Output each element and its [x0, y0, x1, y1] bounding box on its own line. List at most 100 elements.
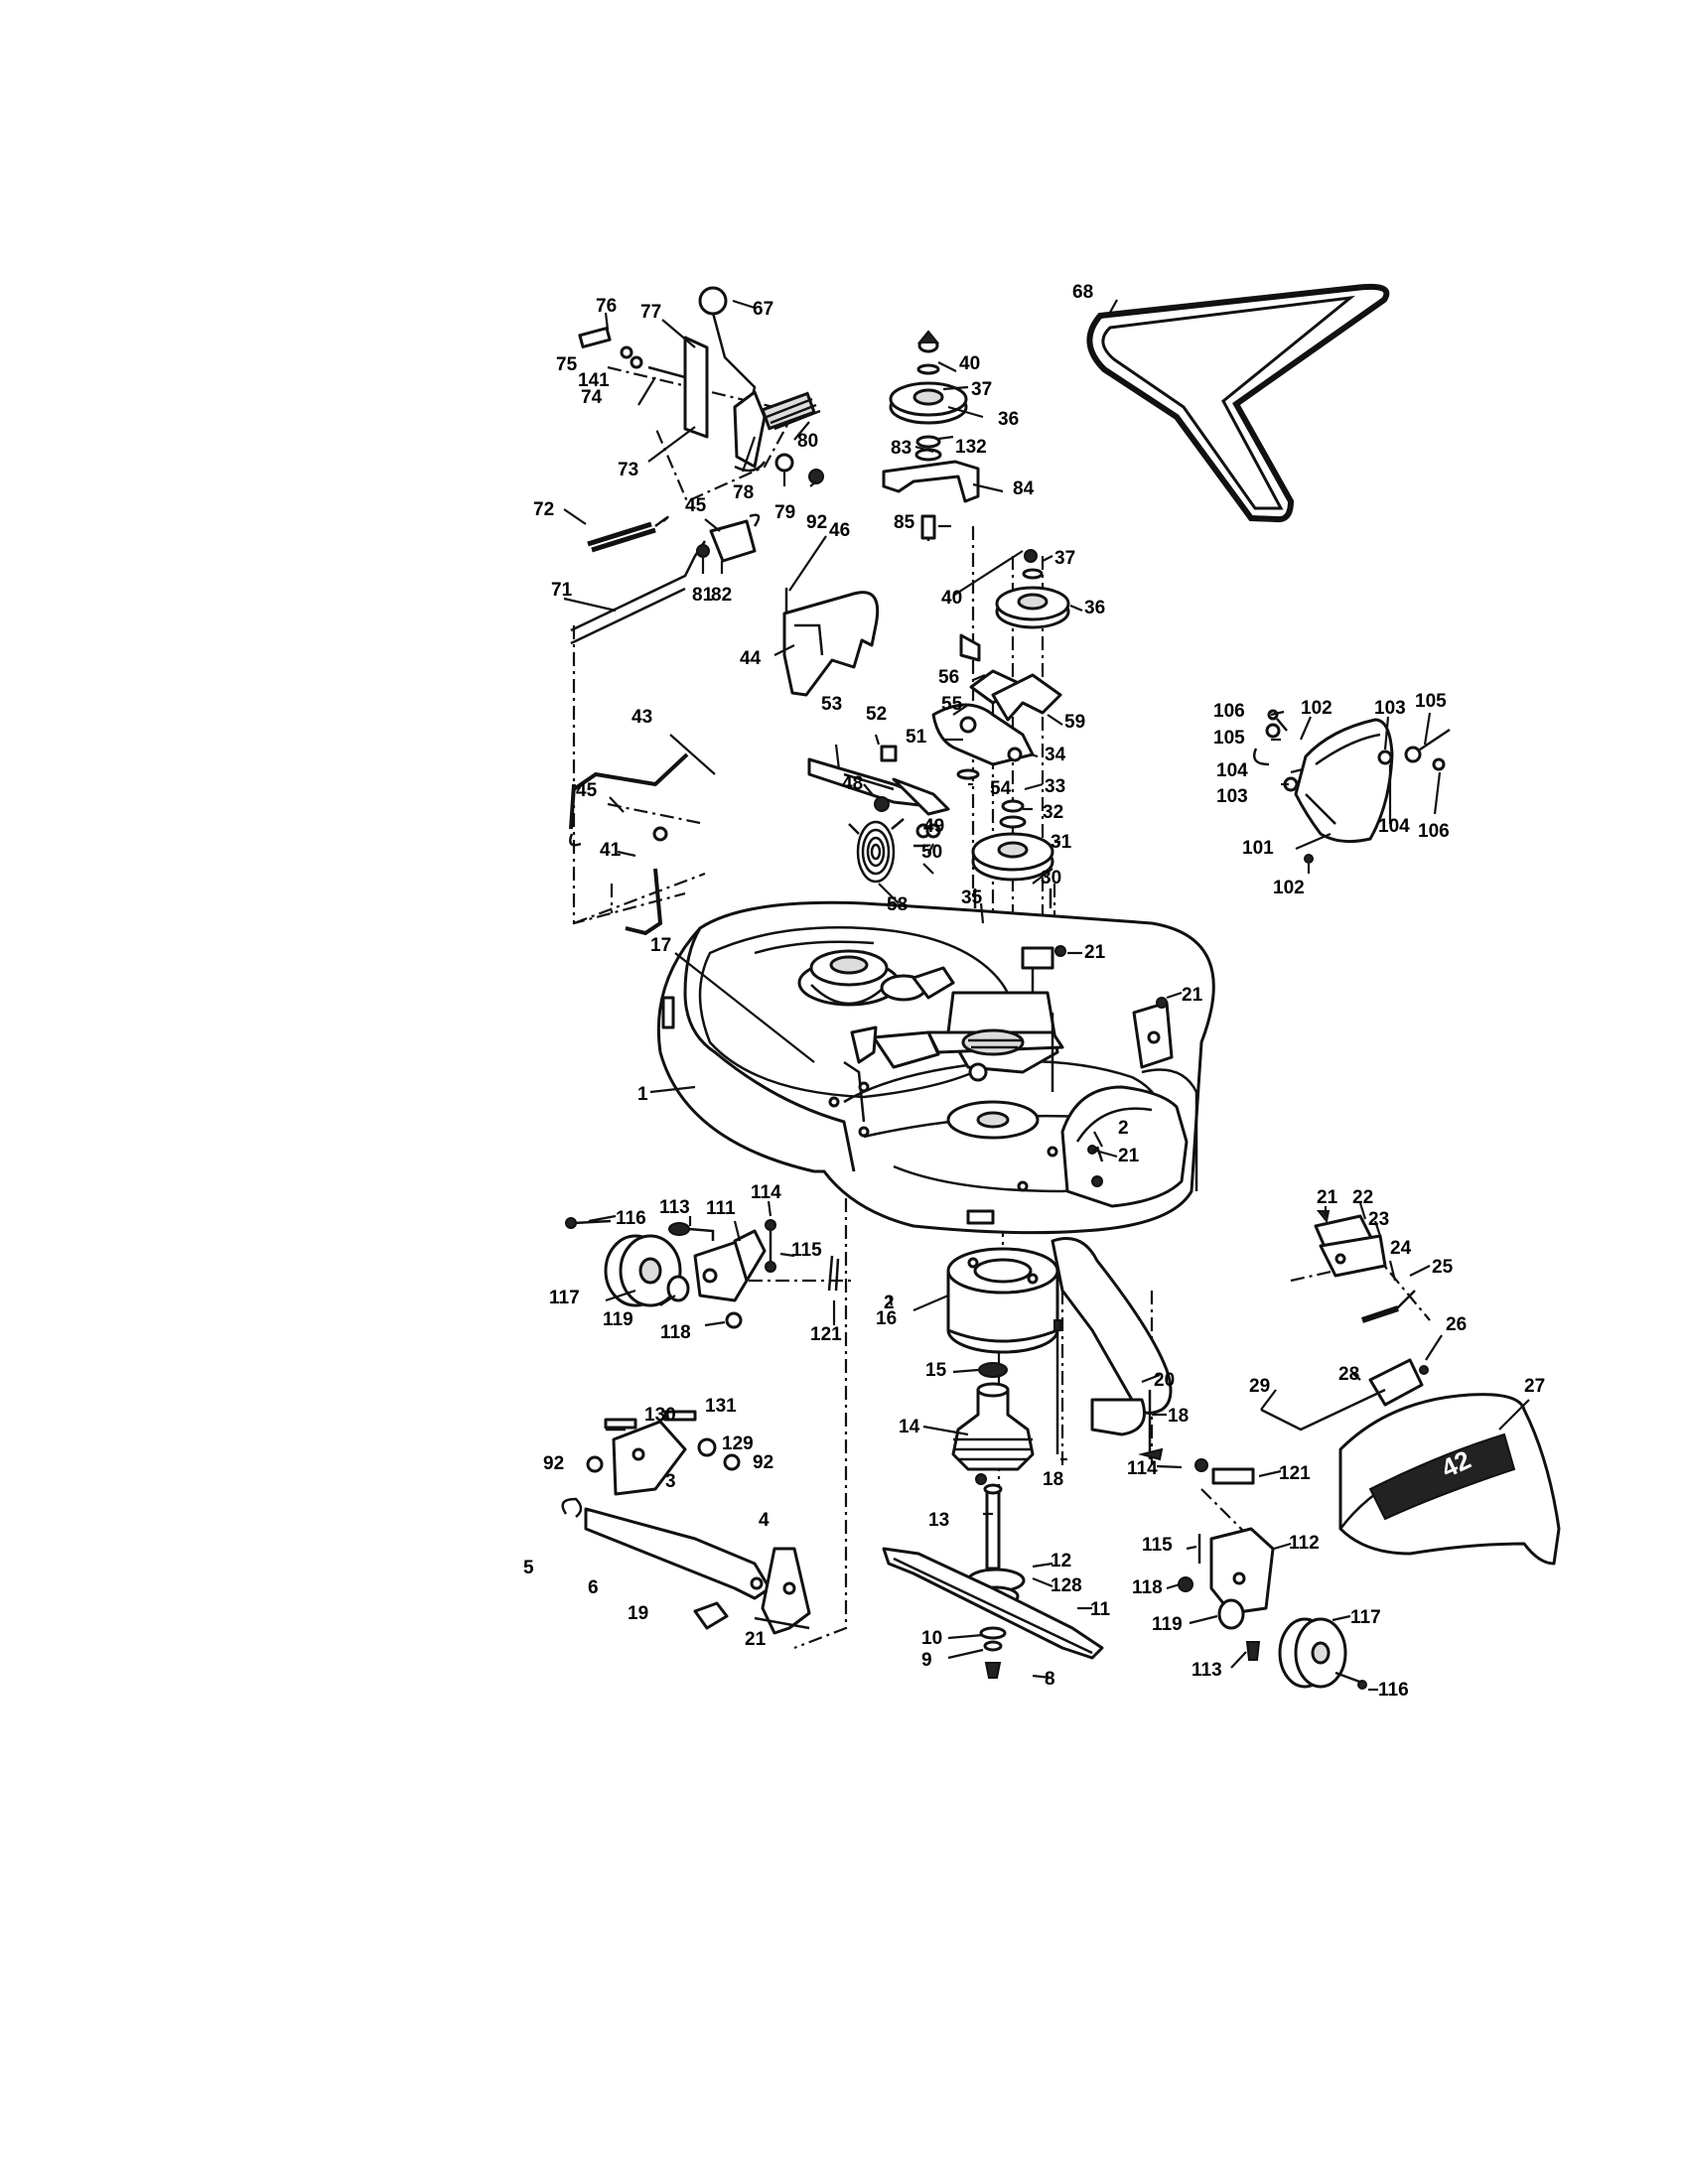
rod-29: [1260, 1388, 1386, 1432]
callout-41: 41: [600, 840, 622, 861]
idler-arm-55: [931, 703, 1035, 766]
callout-128: 128: [1051, 1575, 1082, 1596]
lift-lever-assembly: [578, 286, 824, 484]
callout-4: 4: [759, 1510, 770, 1531]
callout-103-b: 103: [1216, 786, 1248, 807]
baffle-20: [1051, 1237, 1173, 1461]
callout-121-l: 121: [810, 1324, 842, 1345]
mulch-cover-101: [1252, 709, 1451, 864]
callout-2-deck: 2: [1118, 1118, 1129, 1139]
callout-76: 76: [596, 296, 617, 317]
shield-84: [882, 460, 980, 503]
callout-13: 13: [928, 1510, 949, 1531]
callout-45: 45: [576, 780, 598, 801]
callout-105-a: 105: [1415, 691, 1447, 712]
callout-116-r: 116: [1378, 1680, 1409, 1701]
callout-73: 73: [618, 460, 638, 480]
spring-25: [1361, 1305, 1399, 1323]
callout-52: 52: [866, 704, 887, 725]
callout-21-c: 21: [1118, 1146, 1140, 1166]
callout-25: 25: [1432, 1257, 1454, 1278]
callout-23: 23: [1368, 1209, 1389, 1230]
rod-71: [570, 540, 707, 645]
callout-118-l: 118: [660, 1322, 691, 1343]
callout-21-e: 21: [745, 1629, 767, 1650]
callout-119-l: 119: [603, 1309, 633, 1330]
lever-knob-67: [698, 286, 728, 316]
callout-51: 51: [906, 727, 927, 748]
callout-10: 10: [921, 1628, 942, 1649]
lift-rod-and-spring: [570, 513, 761, 645]
callout-119-r: 119: [1152, 1614, 1183, 1635]
callout-6: 6: [588, 1577, 599, 1598]
callout-33: 33: [1045, 776, 1065, 797]
callout-18-b: 18: [1043, 1469, 1063, 1490]
callout-26: 26: [1446, 1314, 1467, 1335]
callout-21-a: 21: [1084, 942, 1106, 963]
left-lift-linkage: [561, 1410, 811, 1635]
callout-28: 28: [1338, 1364, 1359, 1385]
rods-43-41: [569, 752, 689, 936]
callout-5: 5: [523, 1558, 534, 1578]
callout-81: 81: [692, 585, 714, 606]
callout-112: 112: [1289, 1533, 1320, 1554]
callout-18-a: 18: [1168, 1406, 1189, 1427]
callout-21-b: 21: [1182, 985, 1203, 1006]
callout-113-r: 113: [1192, 1660, 1222, 1681]
callout-53: 53: [821, 694, 842, 715]
callout-45-top: 45: [685, 495, 707, 516]
callout-27: 27: [1524, 1376, 1545, 1397]
callout-1: 1: [637, 1084, 648, 1105]
callout-106-a: 106: [1213, 701, 1245, 722]
callout-111: 111: [706, 1198, 736, 1219]
callout-50: 50: [921, 842, 942, 863]
callout-117-r: 117: [1350, 1607, 1381, 1628]
callout-78: 78: [733, 482, 754, 503]
callout-32: 32: [1043, 802, 1063, 823]
callout-117-l: 117: [549, 1288, 580, 1308]
callout-36: 36: [1084, 598, 1105, 618]
callout-labels: 67 76 77 75 141 74 73 78 79 92 80 72 45 …: [523, 282, 1545, 1701]
spindle-stack: [882, 1247, 1104, 1679]
belt-68: [1086, 283, 1390, 523]
callout-22: 22: [1352, 1187, 1373, 1208]
idler-assembly: [807, 330, 1070, 908]
callout-54: 54: [990, 778, 1012, 799]
callout-14: 14: [899, 1417, 920, 1437]
callout-67: 67: [753, 299, 773, 320]
callout-19: 19: [628, 1603, 648, 1624]
callout-141: 141: [578, 370, 610, 391]
callout-85: 85: [894, 512, 915, 533]
callout-92-r: 92: [753, 1452, 773, 1473]
callout-131: 131: [705, 1396, 737, 1417]
callout-21-d: 21: [1317, 1187, 1338, 1208]
callout-56: 56: [938, 667, 959, 688]
callout-11: 11: [1090, 1599, 1111, 1620]
guard-59: [991, 673, 1062, 722]
callout-20: 20: [1154, 1370, 1175, 1391]
callout-37-top: 37: [971, 379, 992, 400]
callout-15: 15: [925, 1360, 947, 1381]
callout-16: 16: [876, 1308, 897, 1329]
callout-17: 17: [650, 935, 671, 956]
bracket-44: [782, 588, 880, 697]
discharge-chute-27: 42: [1260, 1210, 1561, 1566]
callout-72: 72: [533, 499, 554, 520]
callout-118-r: 118: [1132, 1577, 1163, 1598]
bracket-82: [709, 519, 757, 563]
callout-104-a: 104: [1216, 760, 1248, 781]
callout-115-l: 115: [791, 1240, 822, 1261]
callout-92-l: 92: [543, 1453, 564, 1474]
bolt-19: [693, 1601, 729, 1630]
callout-3: 3: [665, 1471, 676, 1492]
callout-105-b: 105: [1213, 728, 1245, 749]
callout-44: 44: [740, 648, 762, 669]
callout-84: 84: [1013, 478, 1035, 499]
callout-79: 79: [774, 502, 795, 523]
callout-58: 58: [887, 894, 908, 915]
callout-34: 34: [1045, 745, 1066, 765]
callout-82: 82: [711, 585, 732, 606]
callout-37: 37: [1054, 548, 1075, 569]
callout-8: 8: [1045, 1669, 1055, 1690]
callout-29: 29: [1249, 1376, 1270, 1397]
